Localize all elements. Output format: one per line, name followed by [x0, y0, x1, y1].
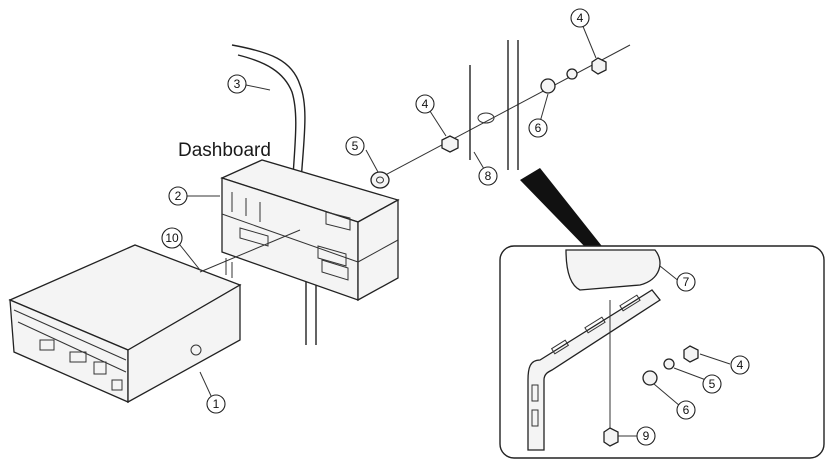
callout-10: 10 — [161, 227, 183, 249]
svg-text:7: 7 — [683, 275, 690, 289]
threaded-rod — [199, 44, 631, 273]
callout-4-detail: 4 — [730, 355, 750, 375]
washer-top — [370, 171, 390, 189]
callout-4-top: 4 — [570, 8, 590, 28]
dashboard-section — [469, 40, 519, 170]
svg-text:2: 2 — [175, 189, 182, 203]
callout-1: 1 — [206, 394, 226, 414]
svg-text:5: 5 — [352, 139, 359, 153]
detail-pointer — [520, 168, 605, 250]
callouts: 1 2 3 4 4 4 5 5 — [161, 8, 750, 446]
svg-text:8: 8 — [485, 169, 492, 183]
svg-text:3: 3 — [234, 77, 241, 91]
callout-8: 8 — [478, 166, 498, 186]
callout-6-detail: 6 — [676, 400, 696, 420]
svg-text:4: 4 — [577, 11, 584, 25]
svg-text:4: 4 — [422, 97, 429, 111]
callout-3: 3 — [227, 74, 247, 94]
callout-4-middle: 4 — [415, 94, 435, 114]
dashboard-label: Dashboard — [178, 140, 271, 161]
callout-9: 9 — [636, 426, 656, 446]
leader-lines — [175, 23, 731, 437]
svg-text:10: 10 — [165, 231, 179, 245]
callout-5-detail: 5 — [702, 374, 722, 394]
svg-text:5: 5 — [709, 377, 716, 391]
callout-2: 2 — [168, 186, 188, 206]
top-hardware — [540, 57, 607, 94]
radio-unit — [8, 244, 242, 404]
svg-text:9: 9 — [643, 429, 650, 443]
nut-middle — [441, 135, 459, 153]
callout-6-top: 6 — [528, 118, 548, 138]
svg-text:6: 6 — [535, 121, 542, 135]
detail-inset — [499, 245, 825, 459]
svg-text:1: 1 — [213, 397, 220, 411]
callout-7: 7 — [676, 272, 696, 292]
mounting-sleeve — [220, 159, 400, 302]
svg-text:4: 4 — [737, 358, 744, 372]
svg-text:6: 6 — [683, 403, 690, 417]
callout-5-top: 5 — [345, 136, 365, 156]
